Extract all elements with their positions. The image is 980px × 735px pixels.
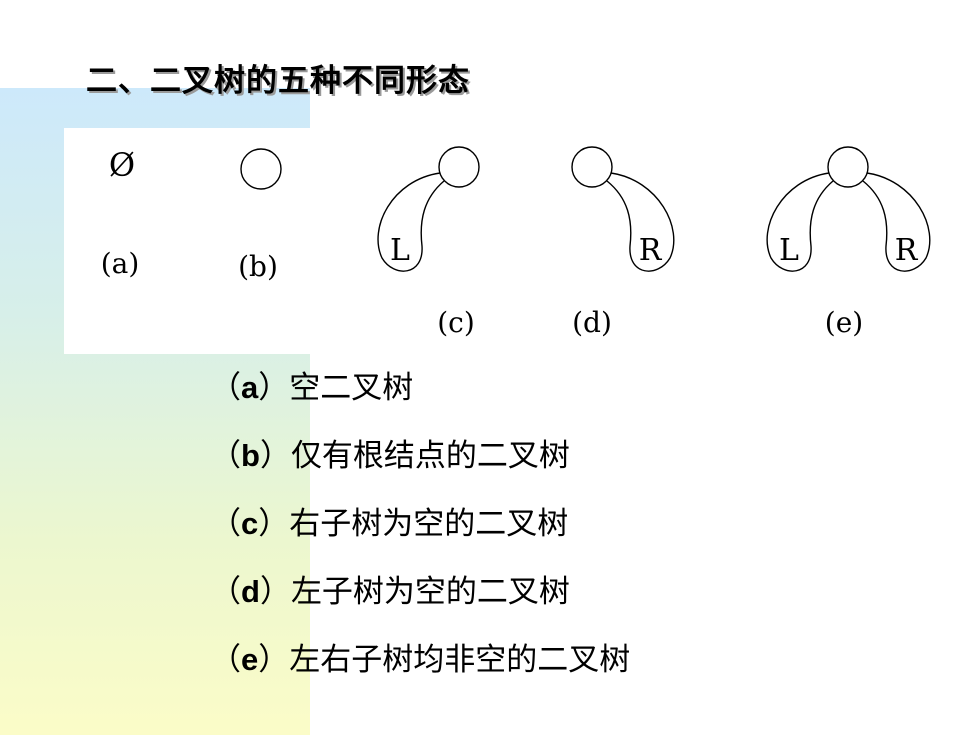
form-letter: d: [241, 574, 260, 609]
form-letter: a: [241, 370, 259, 405]
form-description-text: 左子树为空的二叉树: [290, 574, 570, 610]
open-paren: （: [210, 574, 241, 610]
form-description-text: 空二叉树: [289, 370, 414, 406]
empty-set-symbol: Ø: [109, 146, 135, 184]
root-node: [827, 146, 869, 188]
caption-d: (d): [572, 306, 612, 339]
form-description-text: 右子树为空的二叉树: [289, 506, 569, 542]
form-description-text: 左右子树均非空的二叉树: [289, 642, 631, 678]
left-subtree-outline: [377, 172, 445, 272]
slide-title: 二、二叉树的五种不同形态: [86, 63, 470, 99]
open-paren: （: [210, 370, 241, 406]
root-node: [240, 148, 282, 190]
right-subtree-label: R: [639, 233, 663, 268]
form-b-root-only: (b): [238, 148, 282, 283]
open-paren: （: [210, 642, 241, 678]
form-d-right-subtree-only: R (d): [571, 146, 675, 339]
left-subtree-outline: [766, 172, 834, 272]
description-item-c: （c）右子树为空的二叉树: [210, 496, 630, 564]
caption-c: (c): [437, 306, 475, 339]
form-e-both-subtrees: L R (e): [766, 146, 931, 339]
right-subtree-outline: [862, 172, 931, 272]
description-item-a: （a）空二叉树: [210, 360, 630, 428]
binary-tree-forms-figure: Ø (a) (b) L (c) R (d) L R: [64, 128, 964, 354]
open-paren: （: [210, 438, 241, 474]
open-paren: （: [210, 506, 241, 542]
close-paren: ）: [259, 438, 291, 474]
close-paren: ）: [258, 506, 290, 542]
close-paren: ）: [258, 370, 290, 406]
close-paren: ）: [258, 642, 290, 678]
form-c-left-subtree-only: L (c): [377, 146, 480, 339]
right-subtree-label: R: [895, 233, 919, 268]
form-a-empty-tree: Ø (a): [101, 146, 140, 280]
description-item-b: （b）仅有根结点的二叉树: [210, 428, 630, 496]
form-description-list: （a）空二叉树 （b）仅有根结点的二叉树 （c）右子树为空的二叉树 （d）左子树…: [210, 360, 630, 700]
left-subtree-label: L: [779, 233, 799, 268]
form-letter: b: [241, 438, 260, 473]
description-item-e: （e）左右子树均非空的二叉树: [210, 632, 630, 700]
binary-tree-diagram: Ø (a) (b) L (c) R (d) L R: [101, 146, 931, 339]
form-letter: c: [241, 506, 259, 541]
close-paren: ）: [259, 574, 291, 610]
caption-b: (b): [238, 250, 278, 283]
description-item-d: （d）左子树为空的二叉树: [210, 564, 630, 632]
caption-e: (e): [825, 306, 863, 339]
form-letter: e: [241, 642, 259, 677]
left-subtree-label: L: [390, 233, 410, 268]
caption-a: (a): [101, 247, 140, 280]
root-node: [571, 146, 613, 188]
root-node: [438, 146, 480, 188]
right-subtree-outline: [606, 172, 675, 272]
form-description-text: 仅有根结点的二叉树: [290, 438, 570, 474]
